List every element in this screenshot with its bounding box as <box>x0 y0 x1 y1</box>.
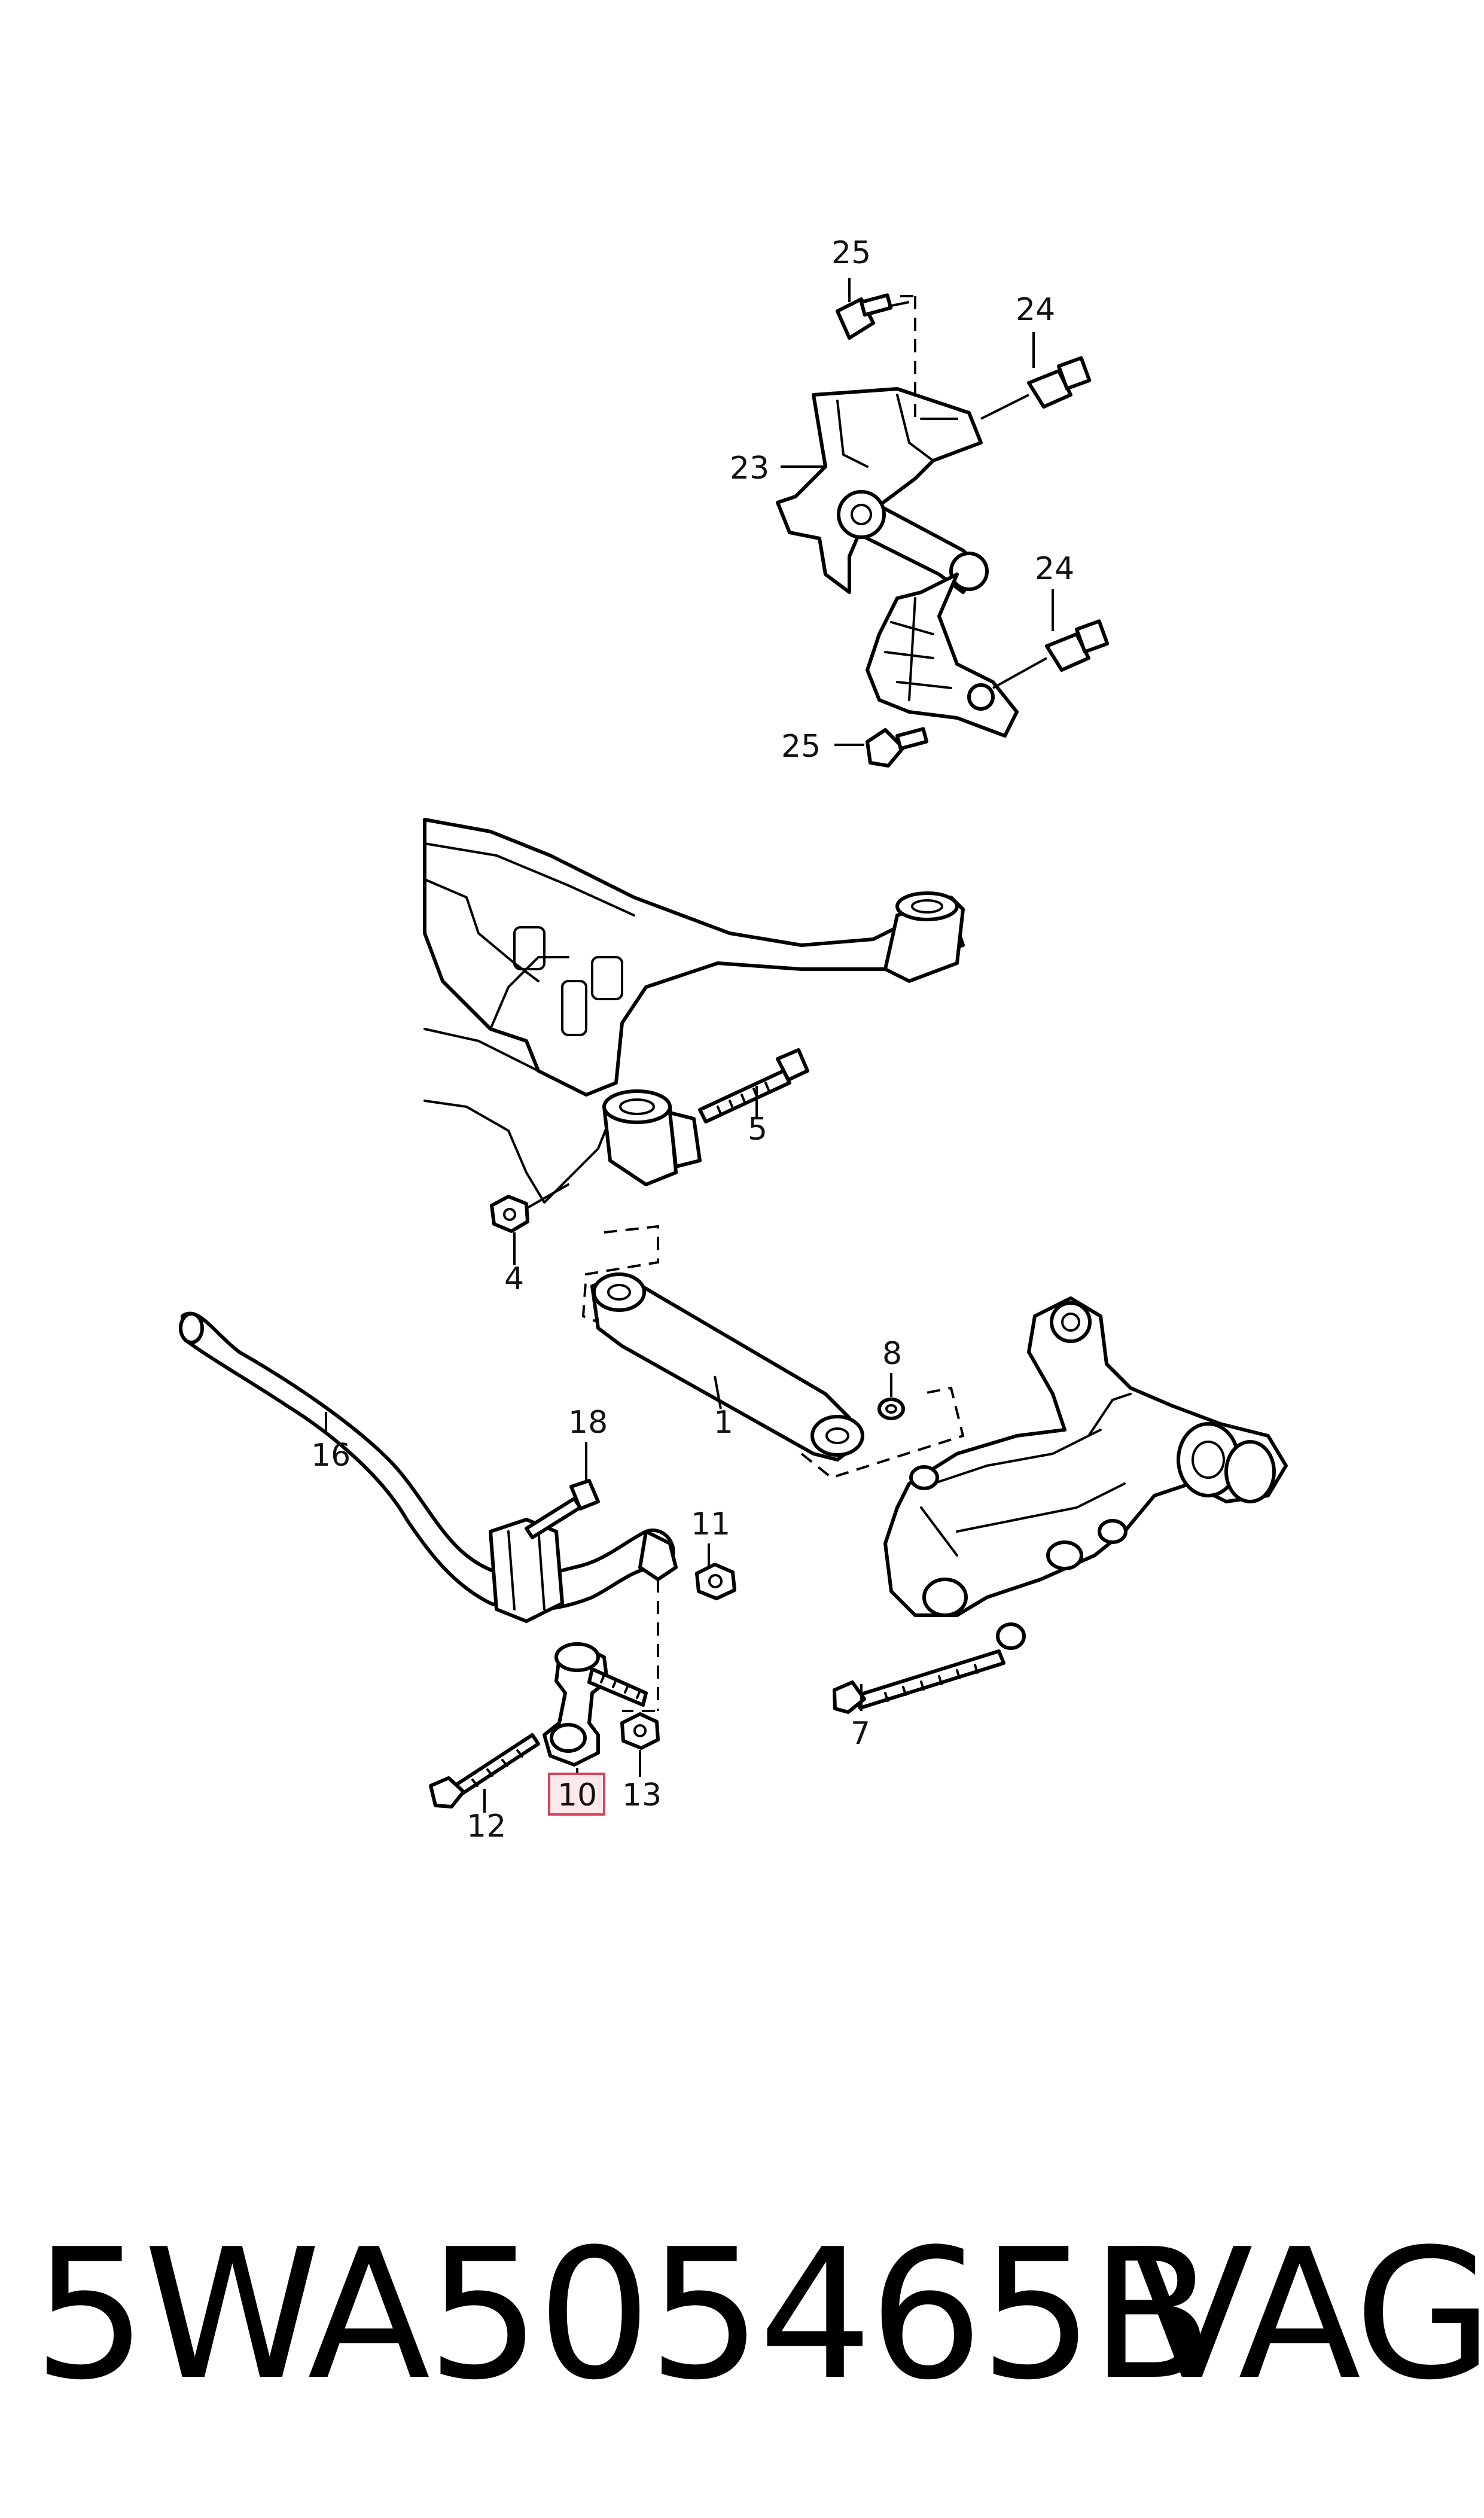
bolt-25-top <box>836 293 910 340</box>
stud-24-bottom <box>992 619 1110 689</box>
nut-13 <box>620 1712 660 1750</box>
bolt-18 <box>525 1479 600 1539</box>
bolt-7 <box>833 1622 1026 1714</box>
control-arm-1 <box>590 1272 965 1479</box>
callout-18: 18 <box>568 1405 608 1441</box>
sensor-link <box>866 573 1019 738</box>
callout-24-bottom: 24 <box>1035 551 1074 587</box>
callout-23: 23 <box>730 450 769 486</box>
callout-10: 10 <box>557 1777 597 1813</box>
callout-labels: 25 24 23 24 25 5 4 8 1 16 18 11 7 10 13 … <box>311 235 1074 1844</box>
callout-16: 16 <box>311 1438 351 1473</box>
level-sensor-assembly <box>776 293 1110 768</box>
callout-8: 8 <box>882 1336 902 1372</box>
assembly-line-arm-bushing <box>581 1225 659 1323</box>
callout-11: 11 <box>691 1506 730 1542</box>
stud-24-top <box>980 356 1092 420</box>
wheel-bearing-housing <box>883 1296 1288 1617</box>
nut-4 <box>490 1183 569 1233</box>
callout-5: 5 <box>748 1112 767 1147</box>
stabilizer-link <box>543 1642 648 1767</box>
callout-12: 12 <box>467 1808 506 1844</box>
washer-8 <box>877 1397 905 1420</box>
callout-13: 13 <box>622 1777 662 1813</box>
bolt-12 <box>429 1733 540 1808</box>
callout-24-top: 24 <box>1016 292 1055 328</box>
callout-25-top: 25 <box>831 235 871 271</box>
callout-7: 7 <box>851 1716 870 1752</box>
highlighted-callout-box <box>548 1773 605 1816</box>
rear-subframe <box>423 818 965 1204</box>
callout-leaders <box>325 278 1054 1813</box>
sensor-bracket <box>776 387 983 594</box>
brand-label: VAG <box>1130 2211 1484 2419</box>
bolt-25-bottom <box>866 727 929 768</box>
nut-11 <box>695 1563 736 1600</box>
part-number: 5WA505465B <box>33 2211 1213 2419</box>
bolt-5 <box>698 1048 809 1123</box>
stabilizer-bar <box>179 1311 678 1712</box>
callout-1: 1 <box>714 1405 733 1441</box>
callout-25-bottom: 25 <box>781 729 821 765</box>
callout-4: 4 <box>504 1261 524 1297</box>
